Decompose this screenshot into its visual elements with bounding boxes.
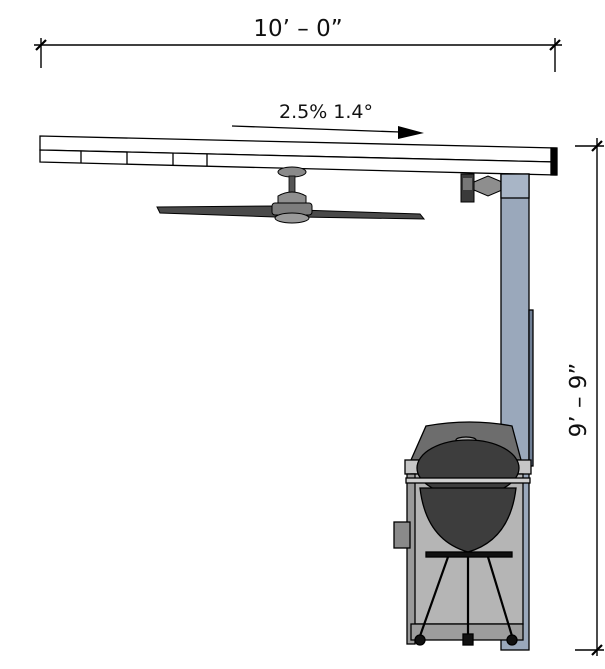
width-dimension-label: 10’ – 0” (253, 16, 342, 42)
kamado-side-shelves (405, 477, 531, 484)
beam-end-cap (550, 147, 558, 176)
height-dimension (575, 138, 604, 656)
fan-motor-housing (277, 191, 307, 205)
fan-downrod (288, 175, 296, 195)
fan-blade-left (156, 205, 292, 218)
slope-label: 2.5% 1.4° (279, 101, 373, 123)
height-tick-bottom (591, 644, 603, 656)
roof-beam (39, 135, 558, 176)
stand-wheel-right (506, 634, 518, 646)
height-dimension-label: 9’ – 9” (566, 363, 592, 438)
light-bracket (473, 175, 503, 197)
height-tick-top (591, 140, 603, 152)
stand-wheel-left (414, 634, 426, 646)
ceiling-fan (156, 166, 426, 224)
kamado-grill (405, 439, 531, 646)
fan-blade-right (299, 209, 426, 220)
width-tick-right (549, 39, 561, 51)
wall-light (460, 173, 503, 203)
slope-arrow-line (231, 125, 401, 133)
width-tick-left (35, 39, 47, 51)
cart-side-panel (406, 473, 416, 645)
post-cap (500, 173, 530, 199)
kamado-stand-ring (425, 551, 513, 558)
stand-foot-center (462, 633, 474, 646)
fan-canopy (277, 166, 307, 178)
width-dimension (34, 38, 562, 72)
light-glass (463, 178, 472, 190)
cart-side-handle (393, 521, 411, 549)
slope-indicator: 2.5% 1.4° (231, 101, 424, 139)
slope-arrow-head (398, 126, 424, 139)
post-side-strip (528, 309, 534, 467)
fan-light-kit (274, 212, 310, 224)
stand-leg-right (486, 556, 514, 637)
stand-leg-left (418, 556, 450, 637)
